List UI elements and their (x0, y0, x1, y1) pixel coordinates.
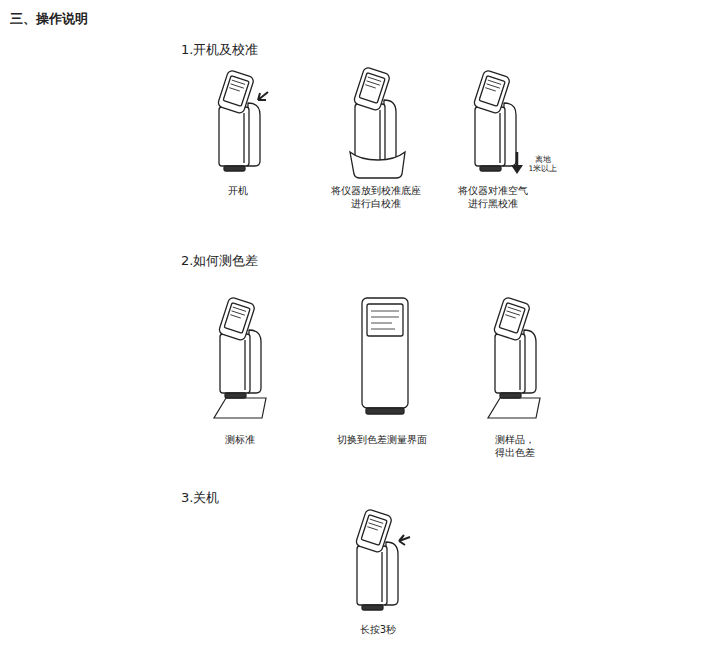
caption: 长按3秒 (360, 624, 396, 637)
note: 离地 1米以上 (529, 155, 558, 174)
section-heading: 3.关机 (181, 490, 219, 506)
device (493, 297, 536, 398)
caption: 测样品，得出色差 (495, 434, 535, 459)
sample-standard (214, 398, 266, 418)
caption: 切换到色差测量界面 (337, 434, 427, 447)
press-arrow (258, 92, 268, 100)
device (218, 297, 261, 398)
press-arrow (399, 535, 410, 545)
caption: 开机 (228, 185, 248, 198)
caption: 将仪器对准空气 进行黑校准 (458, 185, 528, 210)
caption: 测标准 (225, 434, 255, 447)
calibration-base (350, 152, 405, 178)
section-heading: 2.如何测色差 (181, 253, 258, 269)
down-arrow-head (511, 165, 523, 174)
device-front (362, 298, 408, 414)
down-arrow (516, 152, 519, 165)
sample (488, 398, 540, 418)
section-heading: 1.开机及校准 (181, 42, 258, 58)
device (353, 67, 396, 168)
page-title: 三、操作说明 (10, 11, 88, 27)
device (355, 509, 398, 610)
device (473, 70, 516, 171)
device (217, 70, 260, 171)
caption: 将仪器放到校准底座 进行白校准 (331, 185, 421, 210)
